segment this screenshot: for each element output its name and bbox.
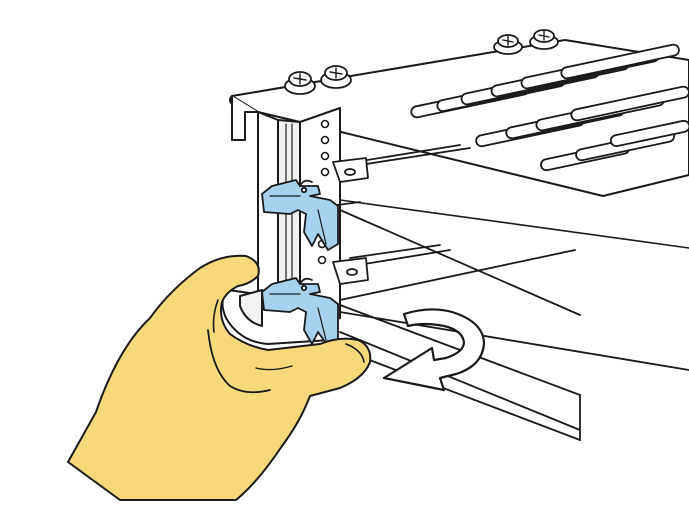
hand-icon — [67, 254, 372, 501]
chassis-side — [299, 209, 689, 441]
retaining-clip-icon — [261, 179, 339, 251]
curved-rotation-arrow-icon — [382, 308, 486, 392]
vent-slots — [410, 43, 689, 172]
slide-bracket — [332, 157, 369, 285]
phillips-screw-icon — [320, 65, 352, 89]
phillips-screw-icon — [493, 34, 523, 55]
phillips-screw-icon — [529, 29, 559, 50]
phillips-screw-icon — [284, 71, 316, 95]
